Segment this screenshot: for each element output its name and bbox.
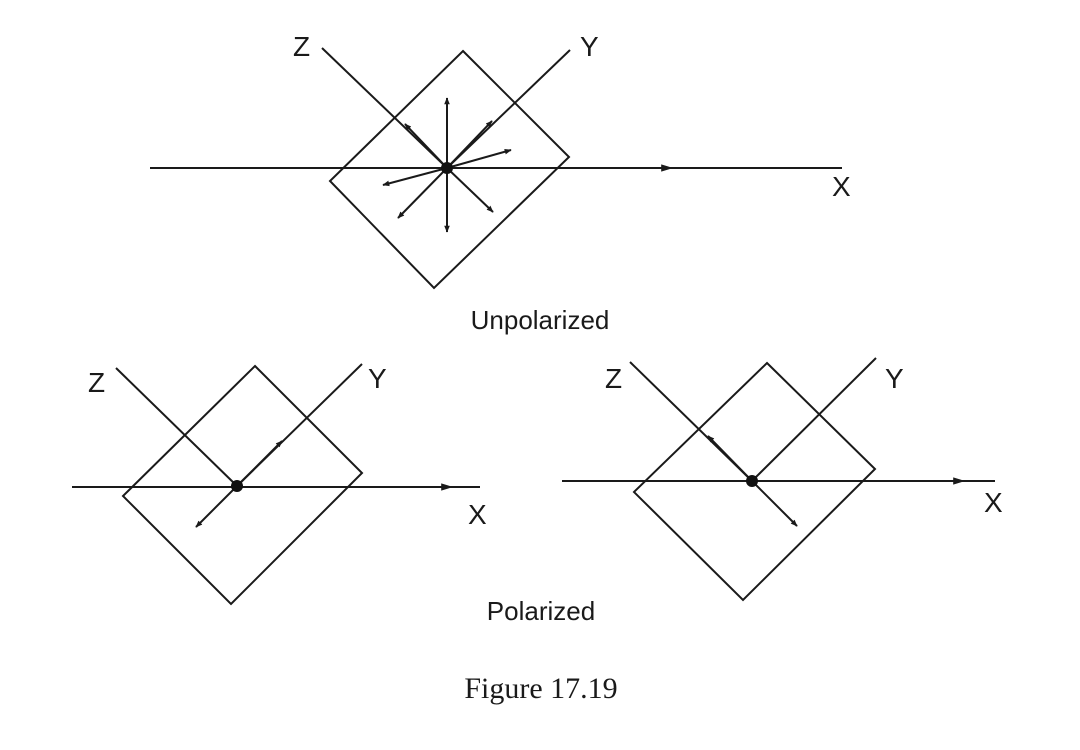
polarizer-plate-top: [328, 49, 571, 290]
z-axis-label-top: Z: [293, 31, 310, 62]
y-axis-label-right: Y: [885, 363, 904, 394]
x-axis-label-left: X: [468, 499, 487, 530]
origin-dot-top: [441, 162, 453, 174]
x-axis-label-top: X: [832, 171, 851, 202]
unpolarized-diagram: Z Y X Unpolarized: [150, 31, 851, 335]
y-axis-line-right: [751, 357, 877, 482]
vibration-arrows-polarized-right: [707, 435, 798, 527]
polarized-label: Polarized: [487, 596, 595, 626]
y-axis-label-top: Y: [580, 31, 599, 62]
polarized-diagram-left: Z Y X: [72, 363, 487, 606]
vibration-arrows-polarized-left: [195, 440, 283, 528]
polarizer-plate-right: [632, 361, 877, 602]
origin-dot-right: [746, 475, 758, 487]
unpolarized-label: Unpolarized: [471, 305, 610, 335]
polarizer-plate-left: [121, 364, 364, 606]
z-axis-line-left: [115, 367, 238, 487]
y-axis-line-top: [446, 49, 571, 169]
z-axis-line-top: [321, 47, 448, 169]
vibration-arrows-unpolarized: [382, 97, 512, 233]
z-axis-label-right: Z: [605, 363, 622, 394]
z-axis-label-left: Z: [88, 367, 105, 398]
x-axis-label-right: X: [984, 487, 1003, 518]
figure-caption: Figure 17.19: [464, 672, 617, 705]
polarized-diagram-right: Z Y X: [562, 357, 1003, 602]
y-axis-label-left: Y: [368, 363, 387, 394]
origin-dot-left: [231, 480, 243, 492]
